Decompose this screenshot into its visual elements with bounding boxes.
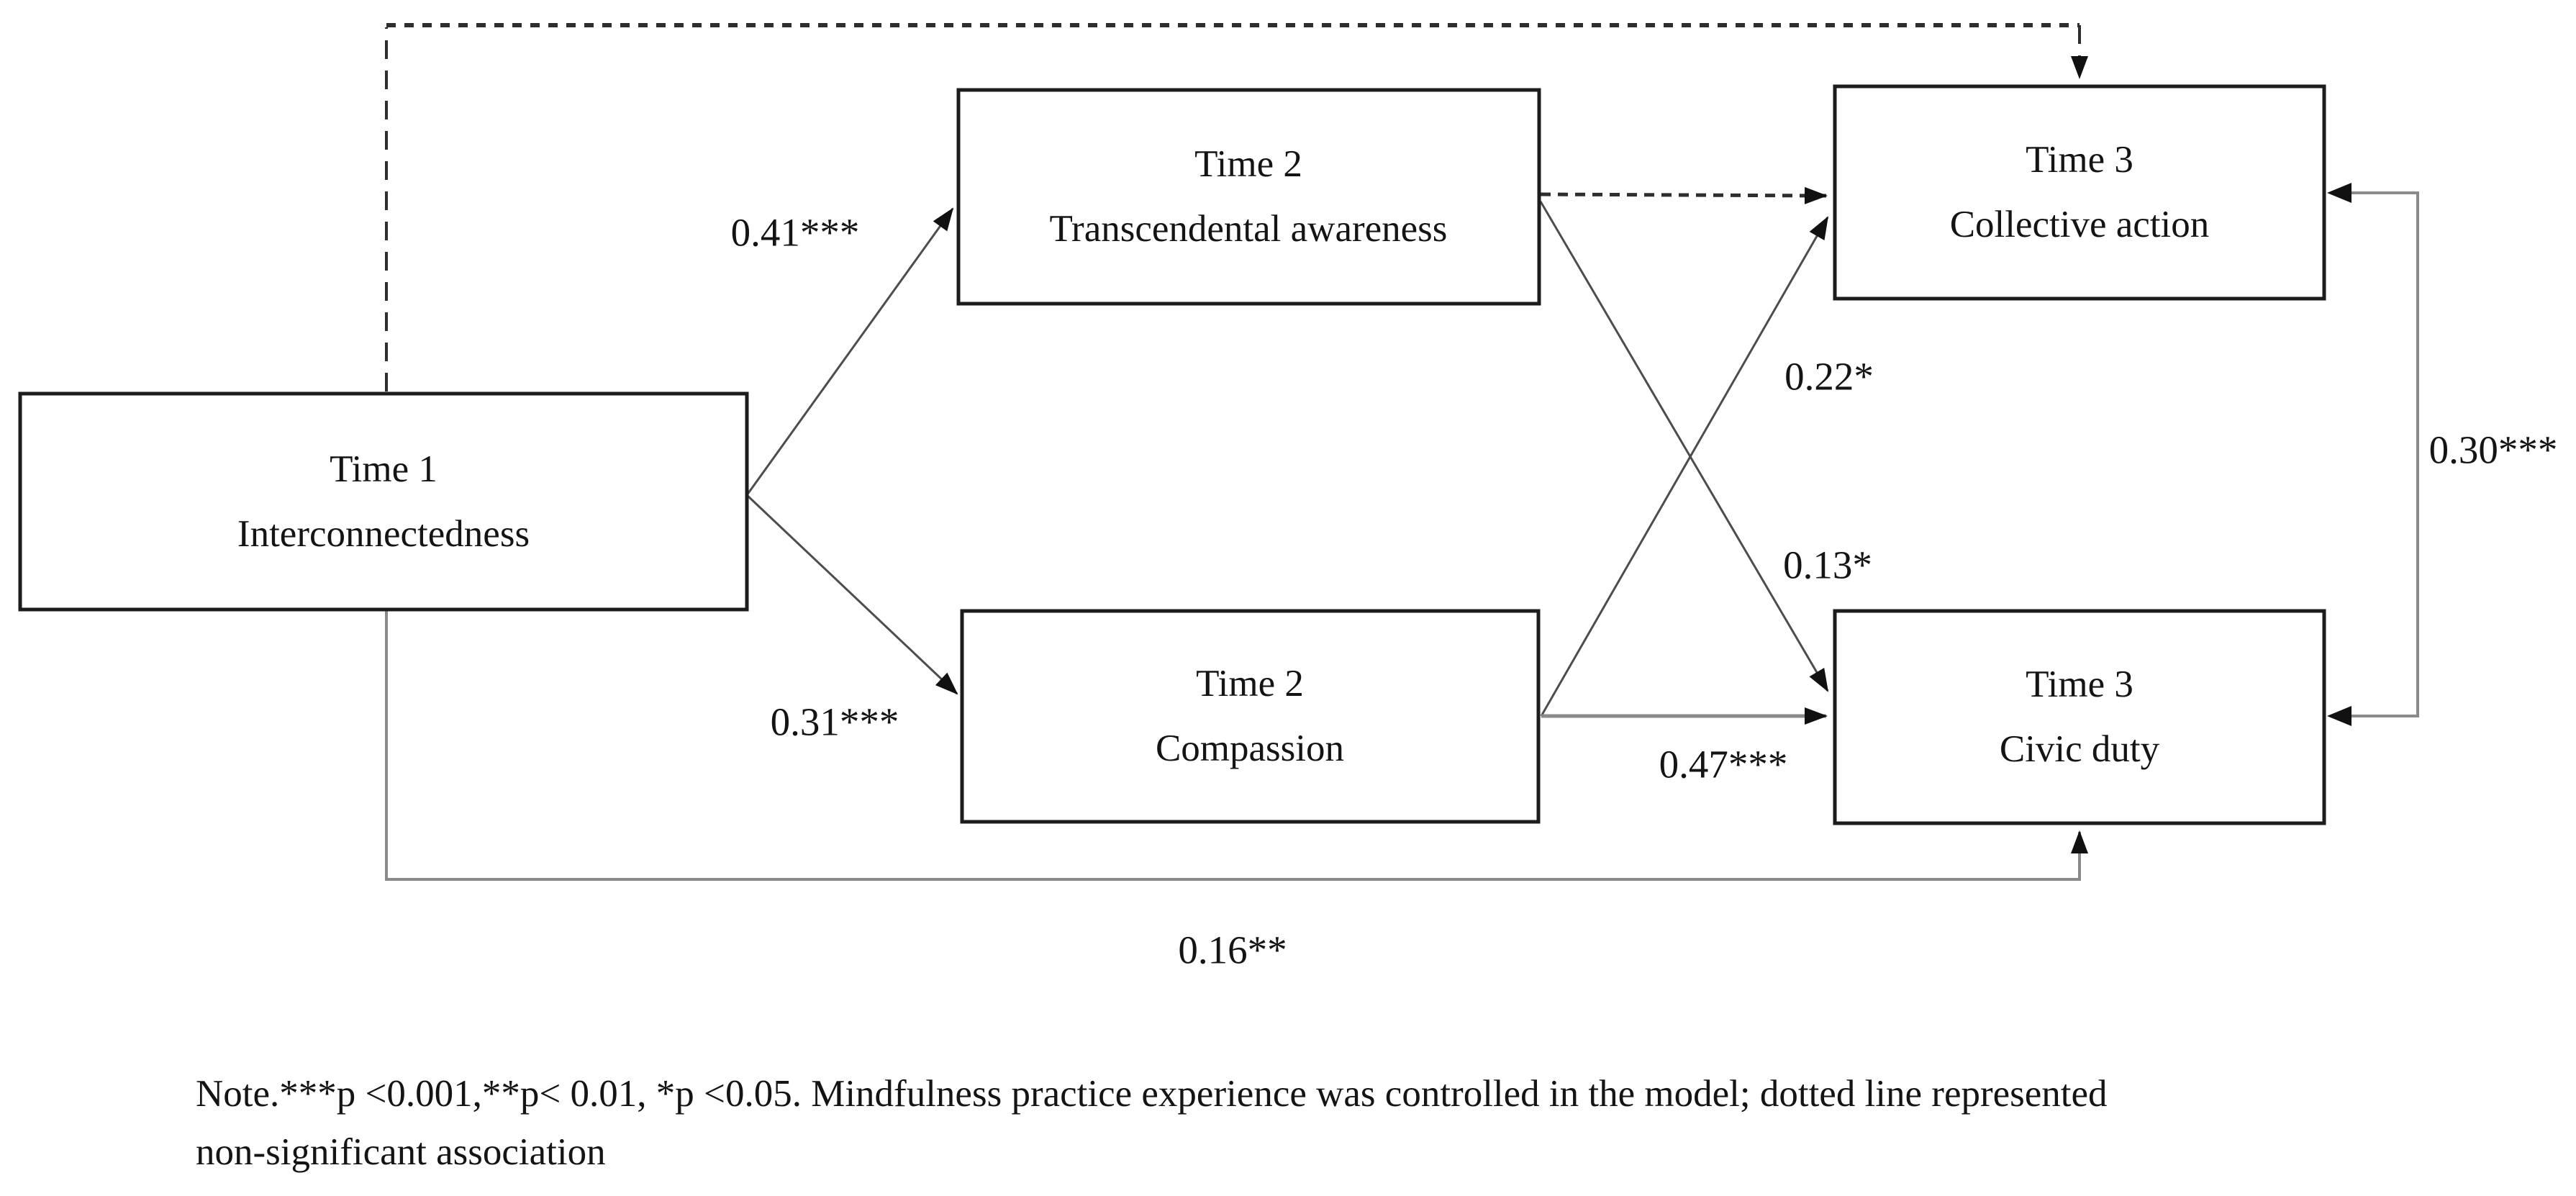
coef-t1-to-civic: 0.16** (1178, 928, 1287, 972)
coef-collective-civic-covariance: 0.30*** (2429, 428, 2558, 472)
coef-compassion-to-civic: 0.47*** (1659, 743, 1788, 787)
path-transcendental-to-civic (1539, 201, 1829, 692)
path-t1-to-compassion (745, 494, 958, 695)
box-time3b-line1: Time 3 (2026, 663, 2133, 705)
coef-compassion-to-collective: 0.22* (1784, 355, 1874, 399)
path-collective-civic-covariance (2346, 191, 2419, 717)
box-time2-transcendental-awareness (956, 88, 1541, 306)
box-time3-civic-duty (1833, 609, 2326, 825)
note-line1: Note.***p <0.001,**p< 0.01, *p <0.05. Mi… (196, 1073, 2108, 1115)
box-time2a-line1: Time 2 (1194, 143, 1302, 185)
box-time2b-line1: Time 2 (1196, 663, 1304, 705)
box-time1-line1: Time 1 (330, 448, 437, 490)
box-time2-compassion (960, 609, 1541, 824)
path-transcendental-to-collective-dashed (1540, 186, 1828, 204)
arrowhead-into-civic-right (2327, 706, 2351, 726)
path-t1-to-transcendental (745, 207, 954, 496)
box-time3a-line1: Time 3 (2026, 139, 2133, 181)
box-time3-collective-action (1833, 84, 2326, 301)
figure-note: Note.***p <0.001,**p< 0.01, *p <0.05. Mi… (196, 1073, 2108, 1173)
note-line2: non-significant association (196, 1131, 606, 1173)
path-compassion-to-collective (1540, 216, 1829, 717)
path-t1-to-civic-bottom (385, 611, 2088, 881)
coef-t1-to-compassion: 0.31*** (771, 700, 899, 744)
coefficient-labels: 0.41*** 0.31*** 0.22* 0.13* 0.47*** 0.30… (731, 211, 2558, 972)
connectors (385, 23, 2419, 881)
coef-transcendental-to-civic: 0.13* (1783, 543, 1872, 587)
box-time3b-line2: Civic duty (2000, 728, 2160, 770)
box-time3a-line2: Collective action (1950, 204, 2210, 245)
boxes: Time 1 Interconnectedness Time 2 Transce… (18, 84, 2326, 825)
box-time2a-line2: Transcendental awareness (1050, 208, 1448, 250)
box-time1-interconnectedness (18, 391, 749, 612)
coef-t1-to-transcendental: 0.41*** (731, 211, 860, 255)
arrowhead-into-collective-right (2327, 183, 2351, 203)
box-time2b-line2: Compassion (1156, 728, 1344, 769)
box-time1-line2: Interconnectedness (237, 513, 530, 555)
